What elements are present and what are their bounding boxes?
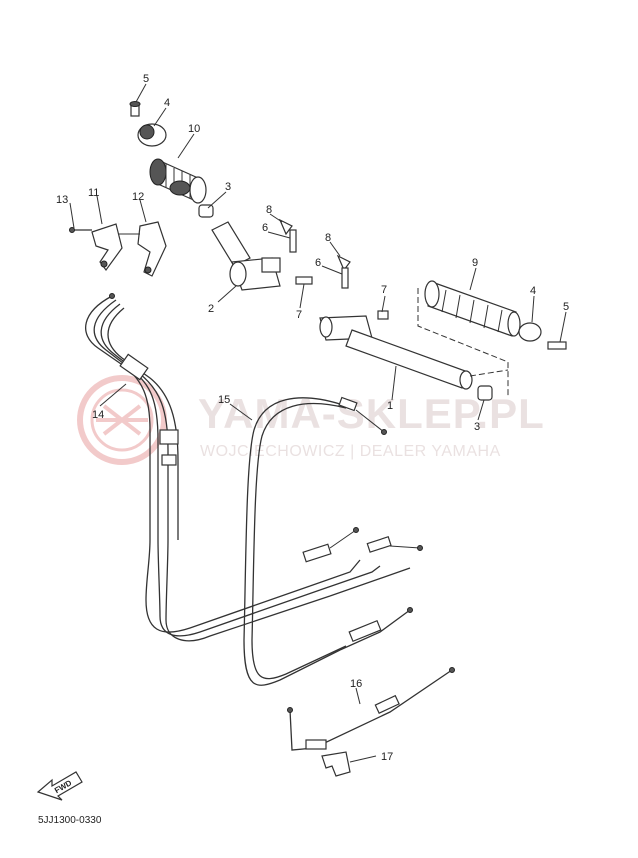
callout-2: 2 — [208, 303, 214, 315]
part-16-cable — [287, 667, 455, 751]
watermark-logo — [77, 375, 167, 465]
part-13-screw — [69, 227, 92, 233]
callout-6-right: 6 — [315, 257, 321, 269]
callout-13: 13 — [56, 194, 68, 206]
part-3-right-collar — [477, 385, 493, 401]
callout-3-right: 3 — [474, 421, 480, 433]
callout-9: 9 — [472, 257, 478, 269]
callout-1: 1 — [387, 400, 393, 412]
callout-8-right: 8 — [325, 232, 331, 244]
part-2-throttle-housing — [211, 221, 281, 291]
callout-7-left: 7 — [296, 309, 302, 321]
callout-17: 17 — [381, 751, 393, 763]
callout-8-upper: 8 — [266, 204, 272, 216]
callout-4-upper: 4 — [164, 97, 170, 109]
part-4-right-weight — [518, 322, 542, 342]
diagram-code: 5JJ1300-0330 — [38, 815, 102, 826]
leader-lines — [69, 83, 567, 763]
part-3-upper-collar — [198, 204, 214, 218]
part-4-upper-weight — [137, 123, 167, 147]
callout-12: 12 — [132, 191, 144, 203]
callout-11: 11 — [88, 187, 99, 199]
part-10-grip — [149, 158, 207, 204]
part-6-upper-screw — [289, 229, 297, 253]
callout-10: 10 — [188, 123, 200, 135]
part-8-right-screw — [336, 254, 351, 272]
part-5-right-screw — [547, 341, 567, 350]
part-15-choke-cable — [243, 396, 413, 686]
part-1-handlebar — [319, 315, 473, 390]
part-6-right-screw — [341, 267, 349, 289]
callout-6-upper: 6 — [262, 222, 268, 234]
part-12-clamp-right — [118, 221, 167, 277]
part-17 — [321, 751, 351, 777]
callout-3-upper: 3 — [225, 181, 231, 193]
part-7-left-screw — [295, 276, 313, 285]
assembly-outline — [417, 288, 509, 396]
part-8-upper-screw — [278, 218, 293, 236]
part-9-grip — [424, 280, 521, 337]
watermark-title: YAMA-SKLEP.PL — [198, 390, 545, 437]
callouts: 5 4 10 3 13 11 12 8 6 8 6 2 7 7 9 4 5 1 … — [56, 73, 569, 763]
watermark-subtitle: WOJCIECHOWICZ | DEALER YAMAHA — [200, 443, 501, 460]
callout-5-right: 5 — [563, 301, 569, 313]
part-5-upper-screw — [129, 101, 141, 117]
part-14-throttle-cables — [85, 293, 423, 642]
callout-5-upper: 5 — [143, 73, 149, 85]
callout-16: 16 — [350, 678, 362, 690]
callout-4-right: 4 — [530, 285, 536, 297]
callout-7-right: 7 — [381, 284, 387, 296]
part-11-clamp-left — [91, 223, 123, 272]
callout-15: 15 — [218, 394, 230, 406]
part-7-right-screw — [377, 310, 389, 320]
fwd-arrow: FWD — [36, 771, 83, 801]
callout-14: 14 — [92, 409, 104, 421]
